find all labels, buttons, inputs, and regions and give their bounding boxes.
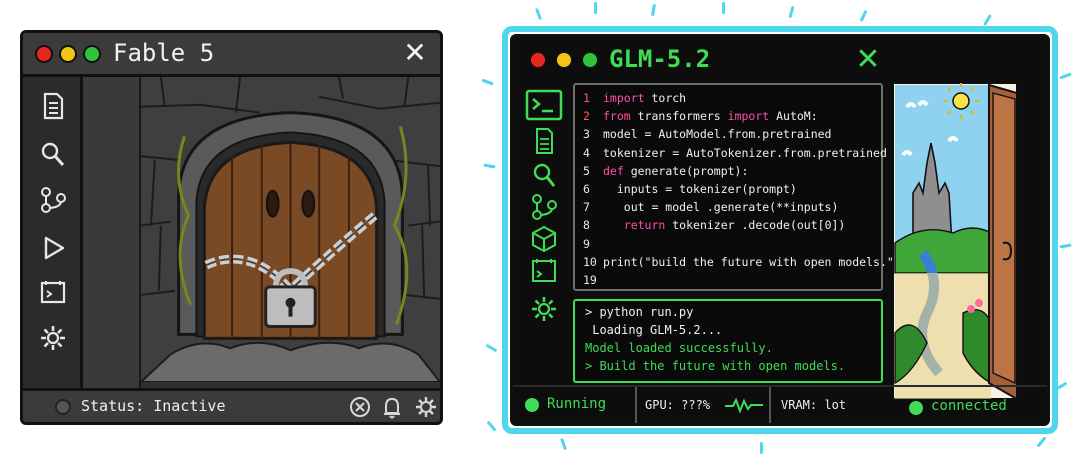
branch-icon[interactable] xyxy=(529,193,559,221)
line-number: 19 xyxy=(583,273,597,287)
line-number: 3 xyxy=(583,127,590,142)
image-icon[interactable] xyxy=(529,257,559,285)
document-icon[interactable] xyxy=(38,91,68,121)
line-number: 5 xyxy=(583,163,590,178)
document-icon[interactable] xyxy=(529,127,559,155)
code-token xyxy=(603,218,624,232)
code-text: tokenizer = AutoTokenizer.from.pretraine… xyxy=(603,146,887,160)
line-number: 8 xyxy=(583,218,590,233)
terminal-line: > python run.py xyxy=(585,305,694,319)
code-token: out = model .generate(**inputs) xyxy=(603,200,839,215)
minimize-traffic-light[interactable] xyxy=(59,45,77,63)
title-bar: GLM-5.2 ✕ xyxy=(513,37,1047,83)
terminal-icon[interactable] xyxy=(525,89,563,121)
code-text: print("build the future with open models… xyxy=(603,255,901,269)
code-editor[interactable]: 1 import torch 2 from transformers import A… xyxy=(573,83,901,291)
code-keyword: from xyxy=(603,109,631,124)
vram-indicator: VRAM: lot xyxy=(769,387,889,423)
status-indicator-icon xyxy=(55,399,71,415)
close-traffic-light[interactable] xyxy=(529,51,547,69)
pulse-icon xyxy=(725,397,763,413)
code-text: import torch xyxy=(603,91,686,105)
code-text: model = AutoModel.from.pretrained xyxy=(603,127,831,141)
terminal-line: > Build the future with open models. xyxy=(585,359,846,373)
cancel-icon[interactable] xyxy=(347,394,373,420)
branch-icon[interactable] xyxy=(38,185,68,215)
code-keyword: def xyxy=(603,163,624,178)
line-number: 6 xyxy=(583,182,590,196)
terminal-icon[interactable] xyxy=(38,277,68,307)
running-indicator: Running xyxy=(513,387,633,423)
window-title: Fable 5 xyxy=(113,39,215,67)
status-label: Status: Inactive xyxy=(81,397,226,415)
status-bar: Status: Inactive xyxy=(23,388,440,422)
gpu-label: GPU: ???% xyxy=(645,398,711,412)
gear-icon[interactable] xyxy=(38,323,68,353)
code-token: inputs = tokenizer(prompt) xyxy=(603,182,797,196)
code-text: return tokenizer .decode(out[0]) xyxy=(603,218,846,233)
title-bar: Fable 5 ✕ xyxy=(23,33,440,77)
code-token: torch xyxy=(644,91,687,105)
gpu-indicator: GPU: ???% xyxy=(635,387,767,423)
code-token: tokenizer .decode(out[0]) xyxy=(665,218,846,233)
terminal-line: Model loaded successfully. xyxy=(585,341,773,355)
locked-door-illustration xyxy=(141,77,440,382)
vram-label: VRAM: lot xyxy=(781,398,847,412)
sidebar xyxy=(23,77,83,388)
line-number: 7 xyxy=(583,200,590,215)
terminal-line: Loading GLM-5.2... xyxy=(585,323,723,337)
bell-icon[interactable] xyxy=(379,394,405,420)
glm-window: GLM-5.2 ✕ xyxy=(510,34,1050,426)
minimize-traffic-light[interactable] xyxy=(555,51,573,69)
connected-dot-icon xyxy=(909,401,923,415)
code-text: from transformers import AutoM: xyxy=(603,109,818,123)
maximize-traffic-light[interactable] xyxy=(83,45,101,63)
connected-label: connected xyxy=(931,398,1007,414)
fable-window: Fable 5 ✕ xyxy=(20,30,443,425)
line-number: 1 xyxy=(583,91,590,105)
search-icon[interactable] xyxy=(529,161,559,189)
side-panel xyxy=(83,77,141,388)
running-dot-icon xyxy=(525,398,539,412)
line-number: 4 xyxy=(583,145,590,160)
maximize-traffic-light[interactable] xyxy=(581,51,599,69)
code-text: def generate(prompt): xyxy=(603,164,748,178)
code-text: inputs = tokenizer(prompt) xyxy=(603,182,797,196)
code-token: model = AutoModel.from.pretrained xyxy=(603,127,832,142)
play-icon[interactable] xyxy=(38,233,68,263)
connection-indicator: connected xyxy=(891,387,1047,423)
code-token: AutoM: xyxy=(769,109,818,124)
window-title: GLM-5.2 xyxy=(609,45,711,73)
close-traffic-light[interactable] xyxy=(35,45,53,63)
status-bar: Running GPU: ???% VRAM: lot connected xyxy=(513,385,1047,423)
code-token: print("build the future with open models… xyxy=(603,254,901,269)
code-token: transformers xyxy=(630,109,728,124)
code-keyword: import xyxy=(727,109,770,124)
running-label: Running xyxy=(547,396,607,412)
code-token: generate(prompt): xyxy=(623,163,749,178)
code-token: tokenizer = AutoTokenizer.from.pretraine… xyxy=(603,145,887,160)
search-icon[interactable] xyxy=(38,139,68,169)
close-icon[interactable]: ✕ xyxy=(403,36,427,69)
cube-icon[interactable] xyxy=(529,225,559,253)
gear-icon[interactable] xyxy=(529,295,559,323)
sidebar xyxy=(523,85,567,341)
line-number: 10 xyxy=(583,254,597,269)
window-glow xyxy=(502,26,1058,434)
terminal-panel[interactable]: > python run.py Loading GLM-5.2... Model … xyxy=(573,299,883,383)
open-door-illustration xyxy=(893,83,1017,399)
line-number: 9 xyxy=(583,236,590,251)
close-icon[interactable]: ✕ xyxy=(855,42,881,77)
code-keyword: return xyxy=(623,218,666,233)
line-number: 2 xyxy=(583,109,590,124)
gear-icon[interactable] xyxy=(413,394,439,420)
code-text: out = model .generate(**inputs) xyxy=(603,200,839,215)
code-keyword: import xyxy=(603,91,645,105)
